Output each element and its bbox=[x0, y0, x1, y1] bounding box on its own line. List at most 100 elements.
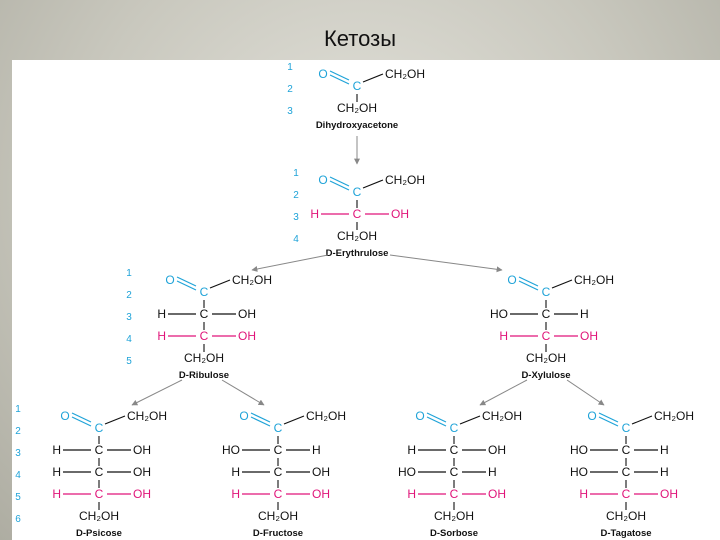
carbon-position-number: 4 bbox=[293, 234, 299, 245]
top-ch2oh-group: CH₂OH bbox=[385, 173, 425, 187]
carbon-position-number: 2 bbox=[293, 190, 299, 201]
molecule-name: D-Tagatose bbox=[600, 528, 651, 539]
chiral-carbon: C bbox=[450, 487, 459, 501]
carbonyl-carbon: C bbox=[450, 421, 459, 435]
carbonyl-oxygen: O bbox=[318, 67, 327, 81]
carbon-position-number: 1 bbox=[15, 404, 21, 415]
carbon-position-number: 3 bbox=[287, 106, 293, 117]
chiral-carbon: C bbox=[450, 443, 459, 457]
carbonyl-oxygen: O bbox=[587, 409, 596, 423]
carbonyl-carbon: C bbox=[353, 185, 362, 199]
carbon-position-number: 2 bbox=[126, 290, 132, 301]
bond-line bbox=[209, 279, 231, 289]
carbon-position-number: 6 bbox=[15, 514, 21, 525]
substituent-left: HO bbox=[398, 465, 416, 479]
substituent-right: OH bbox=[580, 329, 598, 343]
carbonyl-oxygen: O bbox=[415, 409, 424, 423]
carbon-position-number: 1 bbox=[287, 62, 293, 73]
bottom-ch2oh-group: CH₂OH bbox=[258, 509, 298, 523]
carbonyl-oxygen: O bbox=[318, 173, 327, 187]
molecule-name: D-Ribulose bbox=[179, 370, 229, 381]
chiral-carbon: C bbox=[95, 443, 104, 457]
substituent-right: H bbox=[660, 465, 669, 479]
substituent-left: H bbox=[231, 465, 240, 479]
double-bond-line bbox=[250, 416, 271, 427]
double-bond-line bbox=[71, 416, 92, 427]
reaction-arrow bbox=[389, 254, 503, 273]
bottom-ch2oh-group: CH₂OH bbox=[337, 101, 377, 115]
bond-line bbox=[104, 415, 126, 425]
double-bond-line bbox=[329, 70, 350, 81]
chiral-carbon: C bbox=[274, 443, 283, 457]
carbon-position-number: 3 bbox=[126, 312, 132, 323]
substituent-right: OH bbox=[488, 443, 506, 457]
top-ch2oh-group: CH₂OH bbox=[574, 273, 614, 287]
substituent-left: HO bbox=[490, 307, 508, 321]
carbon-position-number: 1 bbox=[126, 268, 132, 279]
substituent-left: HO bbox=[570, 443, 588, 457]
carbon-position-number: 4 bbox=[126, 334, 132, 345]
carbon-position-number: 1 bbox=[293, 168, 299, 179]
chiral-carbon: C bbox=[200, 307, 209, 321]
bond-line bbox=[362, 179, 384, 189]
substituent-left: H bbox=[407, 443, 416, 457]
carbon-position-number: 4 bbox=[15, 470, 21, 481]
carbon-position-number: 3 bbox=[293, 212, 299, 223]
substituent-left: H bbox=[157, 329, 166, 343]
reaction-arrow bbox=[251, 254, 329, 272]
reaction-arrow bbox=[131, 379, 183, 406]
carbon-position-number: 3 bbox=[15, 448, 21, 459]
molecule-name: D-Fructose bbox=[253, 528, 303, 539]
top-ch2oh-group: CH₂OH bbox=[127, 409, 167, 423]
substituent-right: OH bbox=[133, 443, 151, 457]
carbonyl-carbon: C bbox=[274, 421, 283, 435]
bond-line bbox=[283, 415, 305, 425]
molecule-name: Dihydroxyacetone bbox=[316, 120, 398, 131]
substituent-right: OH bbox=[238, 329, 256, 343]
carbonyl-carbon: C bbox=[622, 421, 631, 435]
substituent-right: OH bbox=[488, 487, 506, 501]
molecule-name: D-Erythrulose bbox=[326, 248, 389, 259]
bottom-ch2oh-group: CH₂OH bbox=[79, 509, 119, 523]
bottom-ch2oh-group: CH₂OH bbox=[526, 351, 566, 365]
chiral-carbon: C bbox=[622, 443, 631, 457]
top-ch2oh-group: CH₂OH bbox=[306, 409, 346, 423]
reaction-arrow bbox=[479, 379, 528, 406]
bottom-ch2oh-group: CH₂OH bbox=[337, 229, 377, 243]
chiral-carbon: C bbox=[353, 207, 362, 221]
bond-line bbox=[459, 415, 481, 425]
substituent-right: OH bbox=[391, 207, 409, 221]
carbon-position-number: 5 bbox=[15, 492, 21, 503]
carbonyl-carbon: C bbox=[353, 79, 362, 93]
chiral-carbon: C bbox=[542, 307, 551, 321]
chiral-carbon: C bbox=[622, 487, 631, 501]
double-bond-line bbox=[250, 412, 271, 423]
top-ch2oh-group: CH₂OH bbox=[482, 409, 522, 423]
carbon-position-number: 2 bbox=[15, 426, 21, 437]
substituent-right: OH bbox=[312, 487, 330, 501]
substituent-right: H bbox=[312, 443, 321, 457]
bond-line bbox=[551, 279, 573, 289]
carbonyl-oxygen: O bbox=[165, 273, 174, 287]
carbonyl-carbon: C bbox=[200, 285, 209, 299]
double-bond-line bbox=[598, 416, 619, 427]
substituent-right: OH bbox=[238, 307, 256, 321]
substituent-right: OH bbox=[660, 487, 678, 501]
substituent-left: HO bbox=[570, 465, 588, 479]
chiral-carbon: C bbox=[542, 329, 551, 343]
double-bond-line bbox=[329, 176, 350, 187]
substituent-left: H bbox=[310, 207, 319, 221]
double-bond-line bbox=[426, 412, 447, 423]
molecule-name: D-Psicose bbox=[76, 528, 122, 539]
chiral-carbon: C bbox=[200, 329, 209, 343]
bond-line bbox=[362, 73, 384, 83]
slide-title: Кетозы bbox=[323, 26, 397, 51]
substituent-right: H bbox=[580, 307, 589, 321]
substituent-left: H bbox=[407, 487, 416, 501]
substituent-left: H bbox=[579, 487, 588, 501]
chiral-carbon: C bbox=[95, 465, 104, 479]
chiral-carbon: C bbox=[274, 487, 283, 501]
carbonyl-carbon: C bbox=[542, 285, 551, 299]
